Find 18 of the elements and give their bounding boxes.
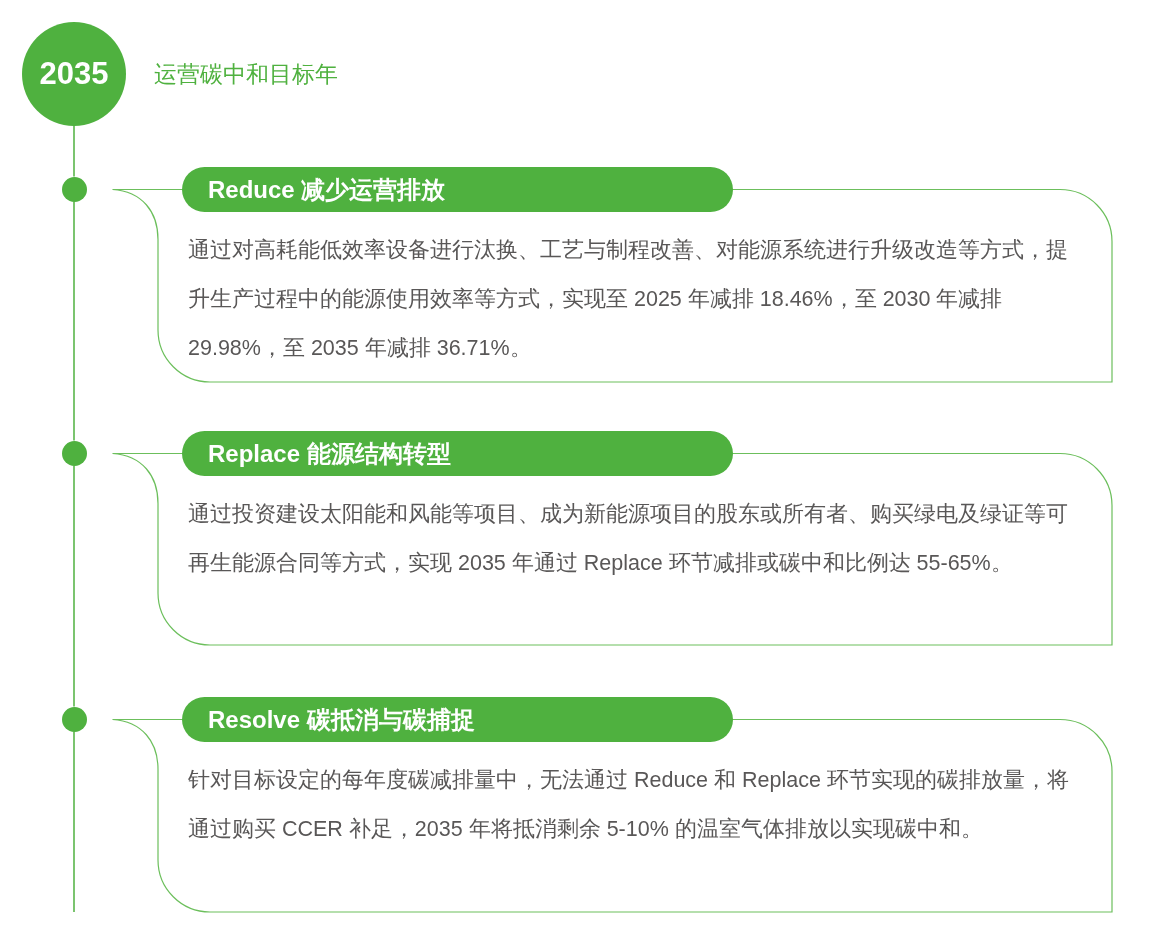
timeline-heading: 运营碳中和目标年 (154, 60, 338, 89)
year-circle: 2035 (22, 22, 126, 126)
rounded-card (112, 431, 1113, 646)
heading-banner: Reduce 减少运营排放 (182, 167, 733, 212)
timeline-line (73, 464, 75, 708)
timeline-line (73, 125, 75, 178)
heading-banner: Replace 能源结构转型 (182, 431, 733, 476)
timeline-dot (61, 706, 87, 732)
rounded-card (112, 697, 1113, 913)
timeline-line (73, 200, 75, 442)
body-text: 通过对高耗能低效率设备进行汰换、工艺与制程改善、对能源系统进行升级改造等方式，提升生产过程中的能源使用效率等方式，实现至 2025 年减排 18.46%，至 2030 年减排 29.98%，至 2035 年减排 36.71%。 (188, 237, 1069, 362)
body-text: 针对目标设定的每年度碳减排量中，无法通过 Reduce 和 Replace 环节实现的碳排放量，将通过购买 CCER 补足，2035 年将抵消剩余 5-10% 的温室气体排放以实现碳中和。 (188, 767, 1070, 843)
body-text: 通过投资建设太阳能和风能等项目、成为新能源项目的股东或所有者、购买绿电及绿证等可再生能源合同等方式，实现 2035 年通过 Replace 环节减排或碳中和比例达 55-65%。 (188, 501, 1069, 577)
heading-banner: Resolve 碳抵消与碳捕捉 (182, 697, 733, 742)
rounded-card (112, 167, 1113, 383)
timeline-dot (61, 440, 87, 466)
timeline-dot (61, 176, 87, 202)
timeline-line (73, 730, 75, 913)
